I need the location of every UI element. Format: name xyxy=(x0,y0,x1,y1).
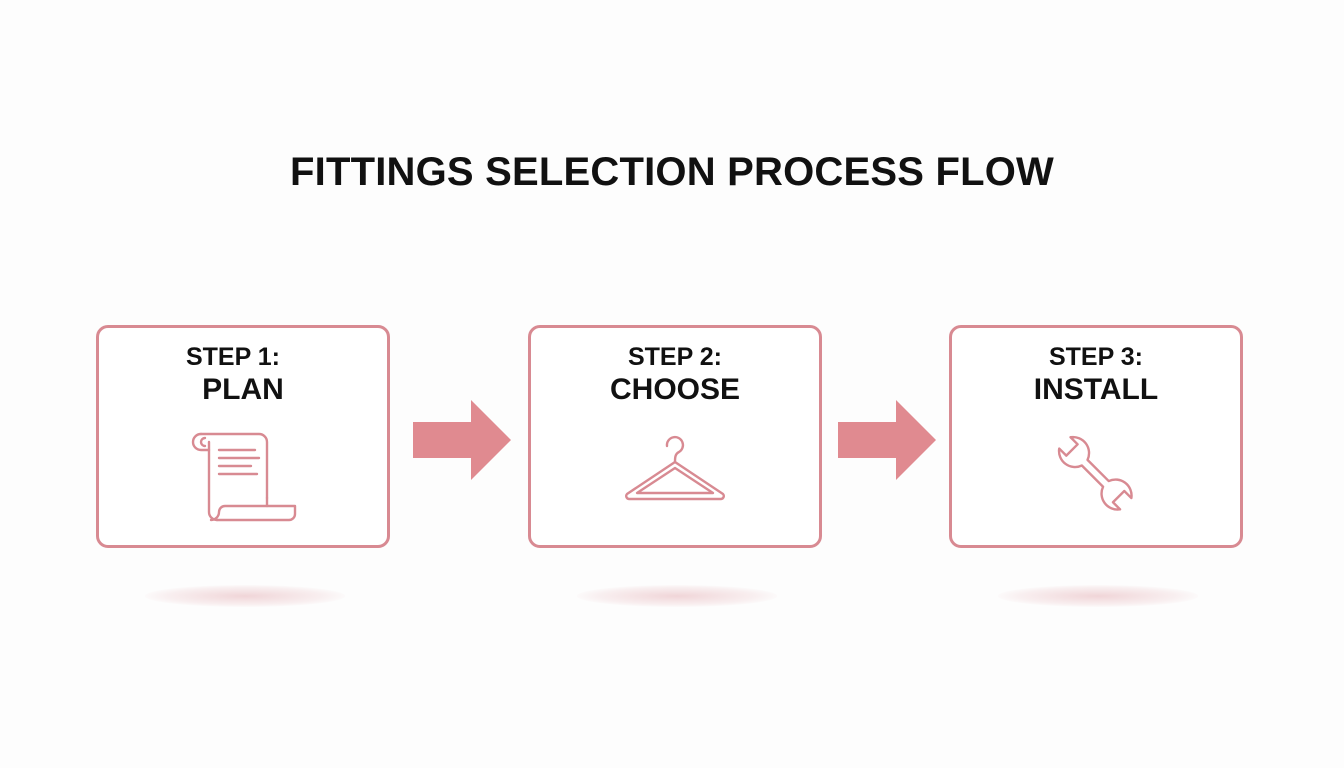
hanger-icon xyxy=(531,424,819,524)
wrench-icon xyxy=(952,424,1240,524)
step-name: CHOOSE xyxy=(609,373,741,406)
step-label: STEP 3: xyxy=(1048,343,1144,371)
card-shadow xyxy=(145,585,345,607)
card-shadow xyxy=(998,585,1198,607)
card-shadow xyxy=(577,585,777,607)
step-card-choose: STEP 2: CHOOSE xyxy=(528,325,822,548)
arrow-right-icon xyxy=(838,400,936,480)
step-name: PLAN xyxy=(202,373,284,406)
diagram-title: FITTINGS SELECTION PROCESS FLOW xyxy=(290,150,1054,194)
scroll-icon xyxy=(99,424,387,524)
arrow-right-icon xyxy=(413,400,511,480)
step-label: STEP 2: xyxy=(627,343,723,371)
step-label: STEP 1: xyxy=(185,343,281,371)
step-card-install: STEP 3: INSTALL xyxy=(949,325,1243,548)
step-name: INSTALL xyxy=(1033,373,1159,406)
step-card-plan: STEP 1: PLAN xyxy=(96,325,390,548)
